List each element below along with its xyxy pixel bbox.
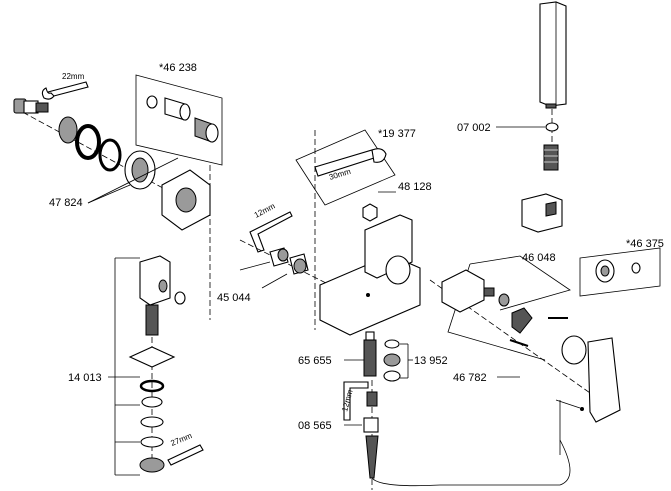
handle-base-ring xyxy=(561,335,587,365)
label-65-655: 65 655 xyxy=(298,355,332,367)
label-46-238: *46 238 xyxy=(159,62,197,74)
threaded-nut xyxy=(124,150,156,190)
union-washer-3 xyxy=(140,436,164,448)
wrench-22mm-tool: 22mm xyxy=(41,72,89,100)
hose-curve xyxy=(371,439,571,487)
side-washer xyxy=(174,291,186,305)
seal-ring-3 xyxy=(383,370,401,382)
hex-key-12mm-lower: 12mm xyxy=(340,381,369,421)
label-47-824: 47 824 xyxy=(49,197,83,209)
kit-nut xyxy=(194,117,219,143)
hand-shower: 07 002 xyxy=(457,1,567,233)
union-o-ring xyxy=(139,379,165,393)
label-48-128: 48 128 xyxy=(398,181,432,193)
label-19-377: *19 377 xyxy=(378,128,416,140)
handle-screw-2 xyxy=(509,339,529,347)
label-46-782: 46 782 xyxy=(453,372,487,384)
rosette-46-375: *46 375 xyxy=(579,238,664,297)
label-45-044: 45 044 xyxy=(217,292,251,304)
label-14-013: 14 013 xyxy=(68,372,102,384)
spanner-19-377: *19 377 30mm xyxy=(295,128,416,206)
label-13-952: 13 952 xyxy=(414,355,448,367)
cartridge-ring xyxy=(498,293,510,307)
cartridge-nut xyxy=(511,307,533,334)
kit-46-238: *46 238 xyxy=(135,62,223,320)
union-nut xyxy=(139,457,165,473)
diverter-parts: 65 655 13 952 xyxy=(298,331,448,382)
o-ring-seal xyxy=(98,138,122,172)
wall-union-14-013: 14 013 27mm xyxy=(68,255,204,476)
square-escutcheon xyxy=(161,169,211,231)
union-washer-1 xyxy=(141,396,163,408)
plug-48-128: 48 128 xyxy=(362,181,432,222)
hose-coupling xyxy=(543,144,559,171)
nipple-08-565: 08 565 xyxy=(298,380,571,490)
seal-ring-2 xyxy=(383,353,401,367)
label-08-565: 08 565 xyxy=(298,420,332,432)
shower-washer xyxy=(545,122,559,132)
label-46-048: 46 048 xyxy=(522,252,556,264)
threaded-connector xyxy=(13,98,49,114)
square-rosette xyxy=(128,346,176,368)
label-46-375: *46 375 xyxy=(626,238,664,250)
elbow-block xyxy=(139,255,171,336)
seal-ring-1 xyxy=(384,339,400,349)
cartridge-body xyxy=(441,269,495,313)
diverter-cartridge xyxy=(363,331,377,377)
wrench-27mm-tool: 27mm xyxy=(167,431,204,466)
cap-screw xyxy=(580,407,584,411)
kit-cartridge-sleeve xyxy=(164,97,191,121)
wall-holder xyxy=(521,193,563,233)
connector-45-044: 45 044 xyxy=(217,239,331,304)
adapter-sleeve xyxy=(58,116,78,144)
lever-handle xyxy=(587,337,621,423)
inlet-assembly: 22mm 47 824 xyxy=(13,72,211,231)
wrench-27mm-label: 27mm xyxy=(169,431,193,448)
union-washer-2 xyxy=(140,416,164,428)
kit-washer xyxy=(146,95,158,109)
handle-assembly: 46 048 46 782 xyxy=(429,252,621,455)
wrench-22mm-label: 22mm xyxy=(62,72,85,81)
o-ring-large xyxy=(75,124,101,160)
hex-key-12mm-lower-label: 12mm xyxy=(340,388,355,412)
mixer-body xyxy=(314,130,421,336)
label-07-002: 07 002 xyxy=(457,122,491,134)
hex-key-12mm-upper: 12mm xyxy=(249,201,293,253)
body-screw-hole xyxy=(366,293,370,297)
hex-key-12mm-upper-label: 12mm xyxy=(253,201,277,220)
